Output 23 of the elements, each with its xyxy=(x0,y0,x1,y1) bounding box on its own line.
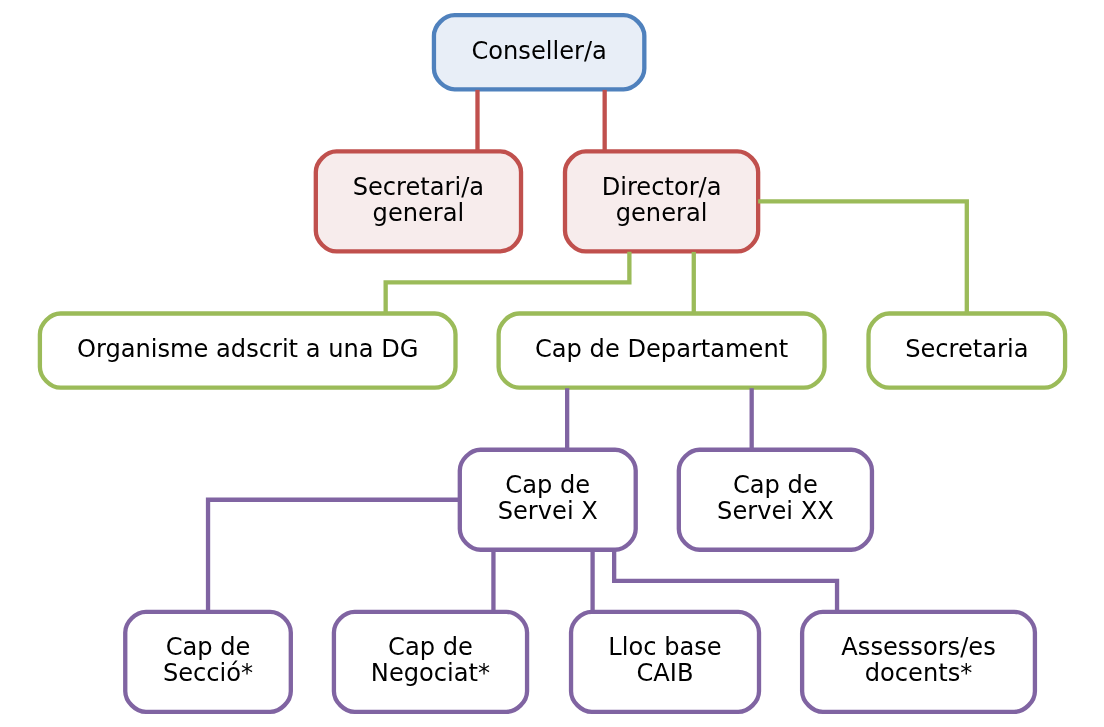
node-box: Cap de Secció* xyxy=(122,609,293,714)
node-box: Cap de Departament xyxy=(495,311,827,390)
connector xyxy=(691,251,696,314)
node-box: Organisme adscrit a una DG xyxy=(37,311,458,390)
node-box: Cap de Negociat* xyxy=(331,609,529,714)
connector xyxy=(205,497,459,612)
connector xyxy=(749,388,754,450)
connector xyxy=(474,89,480,152)
connector xyxy=(589,550,595,612)
connector xyxy=(611,550,839,612)
connector xyxy=(564,388,569,450)
node-box: Cap de Servei X xyxy=(457,447,638,552)
node-box: Assessors/es docents* xyxy=(799,609,1037,714)
node-box: Lloc base CAIB xyxy=(568,609,761,714)
connector xyxy=(383,251,632,314)
connector xyxy=(757,199,969,313)
node-box: Cap de Servei XX xyxy=(676,447,874,552)
node-box: Secretari/a general xyxy=(313,149,523,254)
node-box: Director/a general xyxy=(562,149,760,254)
connector xyxy=(602,89,607,152)
connector xyxy=(490,550,496,612)
node-box: Conseller/a xyxy=(431,13,646,92)
node-box: Secretaria xyxy=(865,311,1067,390)
